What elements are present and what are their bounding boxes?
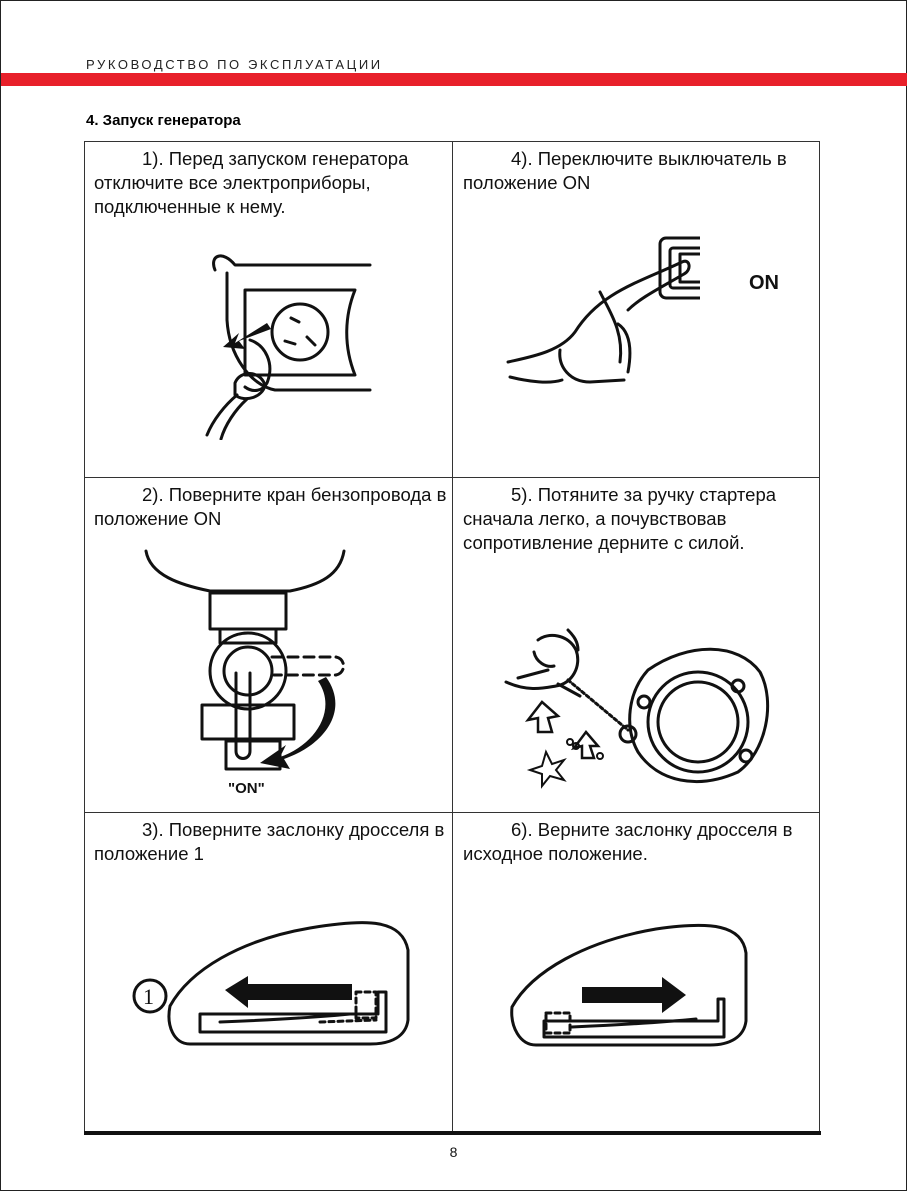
table-column-divider [452,141,453,1132]
table-row-divider [84,477,820,478]
table-row-divider [84,812,820,813]
page-number: 8 [449,1144,458,1160]
step-4-text: 4). Переключите выключатель в положение … [463,148,787,193]
section-title: 4. Запуск генератора [86,112,241,129]
choke-close-illustration: 1 [132,921,410,1046]
switch-on-label: ON [749,272,779,294]
step-5-text: 5). Потяните за ручку стартера сначала л… [463,484,777,553]
header-red-band [1,73,907,86]
choke-open-illustration [510,923,748,1047]
unplug-appliances-illustration [205,254,372,440]
step-3-text: 3). Поверните заслонку дросселя в положе… [94,819,445,864]
running-header: РУКОВОДСТВО ПО ЭКСПЛУАТАЦИИ [86,57,383,72]
recoil-starter-illustration [504,628,770,789]
fuel-valve-on-label: "ON" [228,780,265,797]
step-6-text: 6). Верните заслонку дросселя в исходное… [463,819,793,864]
step-1-text: 1). Перед запуском генератора отключите … [94,148,409,217]
choke-position-label: 1 [143,984,154,1009]
step-2-text: 2). Поверните кран бензопровода в положе… [94,484,447,529]
bottom-rule [84,1131,821,1135]
fuel-valve-illustration [144,549,346,771]
switch-on-illustration [506,236,700,384]
